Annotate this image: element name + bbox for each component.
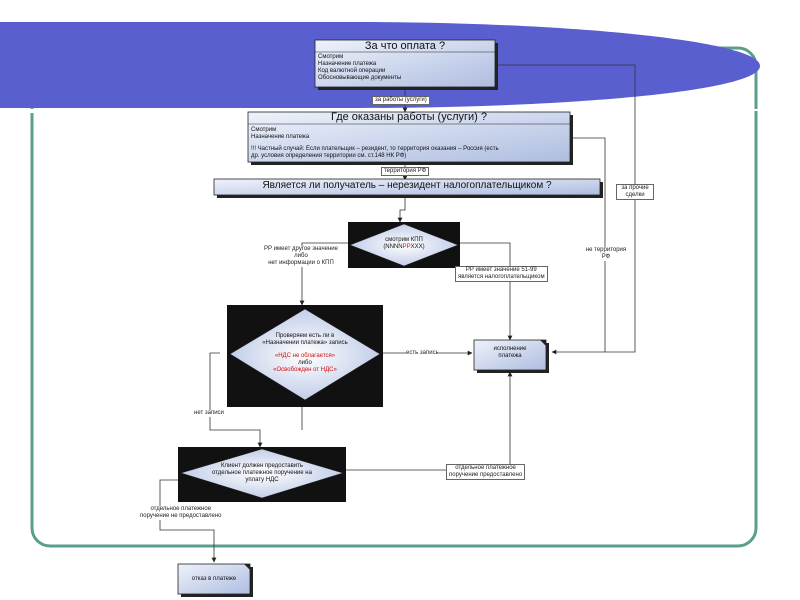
vat-line-3: «НДС не облагается» bbox=[274, 353, 336, 359]
kpp-line-2a: (NNNN bbox=[383, 244, 403, 250]
label-pp-other-3: нет информации о КПП bbox=[268, 260, 334, 266]
label-pp-51-1: РР имеет значение 51-99 bbox=[465, 267, 537, 273]
client-diamond bbox=[179, 448, 345, 499]
kpp-line-2b: РР bbox=[402, 244, 411, 250]
vat-line-4: либо bbox=[298, 360, 312, 366]
label-not-territory-2: РФ bbox=[601, 254, 611, 260]
payment-line-2: Назначение платежа bbox=[318, 61, 377, 67]
label-other-deals: за прочие сделки bbox=[616, 184, 654, 200]
where-note-2: др. условия определения территории см. с… bbox=[251, 153, 407, 159]
label-not-provided-1: отдельное платежное bbox=[150, 506, 212, 512]
where-note-1: !!! Частный случай: Если плательщик – ре… bbox=[251, 146, 499, 152]
label-not-provided: отдельное платежное поручение не предост… bbox=[140, 506, 222, 520]
vat-line-2: «Назначении платежа» запись bbox=[262, 340, 348, 346]
payment-line-3: Код валютной операции bbox=[318, 68, 386, 74]
payment-title: За что оплата ? bbox=[364, 40, 446, 52]
label-provided-2: поручение предоставлено bbox=[449, 472, 523, 478]
nonresident-title: Является ли получатель – нерезидент нало… bbox=[262, 180, 552, 191]
refusal-text: отказ в платеже bbox=[191, 576, 237, 582]
kpp-line-2c: XXX) bbox=[410, 244, 425, 250]
vat-diamond bbox=[229, 308, 381, 401]
vat-line-5: «Освобожден от НДС» bbox=[273, 367, 337, 373]
kpp-line-1: смотрим КПП bbox=[385, 237, 423, 243]
label-no-record: нет записи bbox=[194, 410, 224, 417]
execution-line-1: исполнение bbox=[493, 346, 527, 352]
vat-line-1: Проверяем есть ли в bbox=[275, 333, 335, 339]
label-other-deals-1: за прочие bbox=[621, 185, 649, 191]
execution-box bbox=[473, 339, 547, 371]
nonresident-box bbox=[213, 178, 601, 196]
ribbon-gap bbox=[0, 109, 800, 111]
execution-line-2: платежа bbox=[498, 353, 522, 359]
label-pp-other: РР имеет другое значение либо нет информ… bbox=[254, 246, 348, 267]
label-not-provided-2: поручение не предоставлено bbox=[140, 513, 222, 519]
client-line-1: Клиент должен предоставить bbox=[220, 463, 303, 469]
label-provided: отдельное платежное поручение предоставл… bbox=[446, 464, 526, 480]
label-has-record: есть запись bbox=[406, 350, 439, 357]
client-line-2: отдельное платежное поручение на bbox=[212, 470, 312, 476]
label-works: за работы (услуги) bbox=[372, 96, 430, 105]
where-line-1: Смотрим bbox=[251, 127, 277, 133]
label-pp-51: РР имеет значение 51-99 является налогоп… bbox=[455, 266, 548, 282]
label-pp-51-2: является налогоплательщиком bbox=[458, 274, 545, 280]
label-not-territory-1: не территория bbox=[585, 247, 627, 253]
kpp-diamond bbox=[349, 223, 459, 267]
kpp-line-2: (NNNNРРXXX) bbox=[364, 243, 444, 251]
where-title: Где оказаны работы (услуги) ? bbox=[330, 111, 488, 123]
label-territory-rf: территория РФ bbox=[381, 167, 430, 176]
payment-line-4: Обосновывающие документы bbox=[318, 75, 402, 81]
label-other-deals-2: сделки bbox=[625, 192, 645, 198]
refusal-box bbox=[177, 563, 251, 595]
label-provided-1: отдельное платежное bbox=[455, 465, 516, 471]
where-box bbox=[247, 111, 571, 163]
client-line-3: уплату НДС bbox=[245, 477, 279, 483]
label-pp-other-2: либо bbox=[294, 253, 308, 259]
payment-line-1: Смотрим bbox=[318, 54, 344, 60]
label-not-territory: не территория РФ bbox=[583, 247, 629, 261]
label-pp-other-1: РР имеет другое значение bbox=[264, 246, 338, 252]
payment-box bbox=[314, 39, 496, 88]
where-line-2: Назначение платежа bbox=[251, 134, 310, 140]
